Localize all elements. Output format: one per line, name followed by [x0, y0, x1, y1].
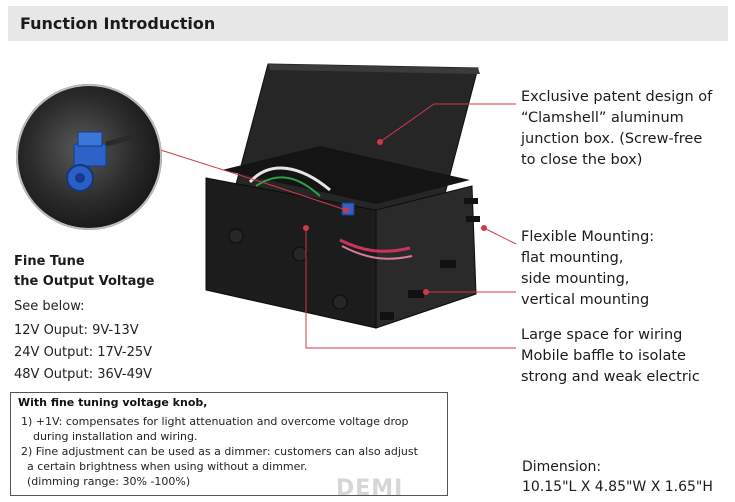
feature-clamshell-line: junction box. (Screw-free: [521, 131, 703, 147]
knockout: [332, 294, 348, 310]
knob-zoom-inset: [16, 84, 162, 230]
mounting-tab: [464, 198, 478, 204]
feature-mounting-line: flat mounting,: [521, 250, 624, 266]
knob-info-box: With fine tuning voltage knob, 1) +1V: c…: [10, 392, 448, 496]
feature-clamshell-line: Exclusive patent design of: [521, 89, 713, 105]
feature-dimension: Dimension: 10.15"L X 4.85"W X 1.65"H: [522, 457, 713, 497]
mounting-tab: [408, 290, 424, 298]
feature-wiring-line: Large space for wiring: [521, 327, 683, 343]
output-48v: 48V Output: 36V-49V: [14, 367, 153, 382]
section-header: Function Introduction: [8, 6, 728, 41]
output-24v: 24V Output: 17V-25V: [14, 345, 153, 360]
knob-info-line: 2) Fine adjustment can be used as a dimm…: [21, 445, 418, 458]
knob-info-title: With fine tuning voltage knob,: [18, 396, 208, 409]
knob-zoom-art: [66, 131, 137, 192]
dimension-value: 10.15"L X 4.85"W X 1.65"H: [522, 479, 713, 495]
mounting-tab: [380, 312, 394, 320]
section-title: Function Introduction: [20, 14, 216, 33]
feature-mounting-line: vertical mounting: [521, 292, 650, 308]
voltage-knob-large: [73, 143, 107, 167]
knob-info-line: during installation and wiring.: [33, 430, 198, 443]
fine-tune-title-line2: the Output Voltage: [14, 274, 155, 289]
junction-box-side: [375, 185, 477, 329]
feature-wiring: Large space for wiring Mobile baffle to …: [521, 325, 700, 388]
junction-box-interior: [222, 146, 470, 204]
knob-info-line: 1) +1V: compensates for light attenuatio…: [21, 415, 409, 428]
feature-clamshell-line: “Clamshell” aluminum: [521, 110, 684, 126]
see-below-label: See below:: [14, 299, 85, 314]
lid-edge: [268, 64, 480, 74]
leader-lines: [147, 103, 517, 349]
feature-mounting-line: Flexible Mounting:: [521, 229, 655, 245]
feature-clamshell-line: to close the box): [521, 152, 643, 168]
mounting-tab: [440, 260, 456, 268]
wire-white: [248, 166, 331, 192]
knockout: [292, 246, 308, 262]
feature-wiring-line: strong and weak electric: [521, 369, 700, 385]
knob-info-line: a certain brightness when using without …: [27, 460, 308, 473]
feature-mounting-line: side mounting,: [521, 271, 630, 287]
knob-info-line: (dimming range: 30% -100%): [27, 475, 191, 488]
wire-red: [339, 238, 411, 253]
mounting-tab: [466, 216, 480, 222]
output-12v: 12V Ouput: 9V-13V: [14, 323, 139, 338]
fine-tune-title-line1: Fine Tune: [14, 254, 85, 269]
feature-wiring-line: Mobile baffle to isolate: [521, 348, 686, 364]
knockout: [228, 228, 244, 244]
feature-mounting: Flexible Mounting: flat mounting, side m…: [521, 227, 654, 311]
fine-tune-title: Fine Tune the Output Voltage: [14, 252, 154, 292]
dimension-label: Dimension:: [522, 459, 602, 475]
feature-clamshell: Exclusive patent design of “Clamshell” a…: [521, 87, 712, 171]
watermark: DEMI: [336, 476, 404, 501]
wire-pink: [341, 245, 413, 260]
